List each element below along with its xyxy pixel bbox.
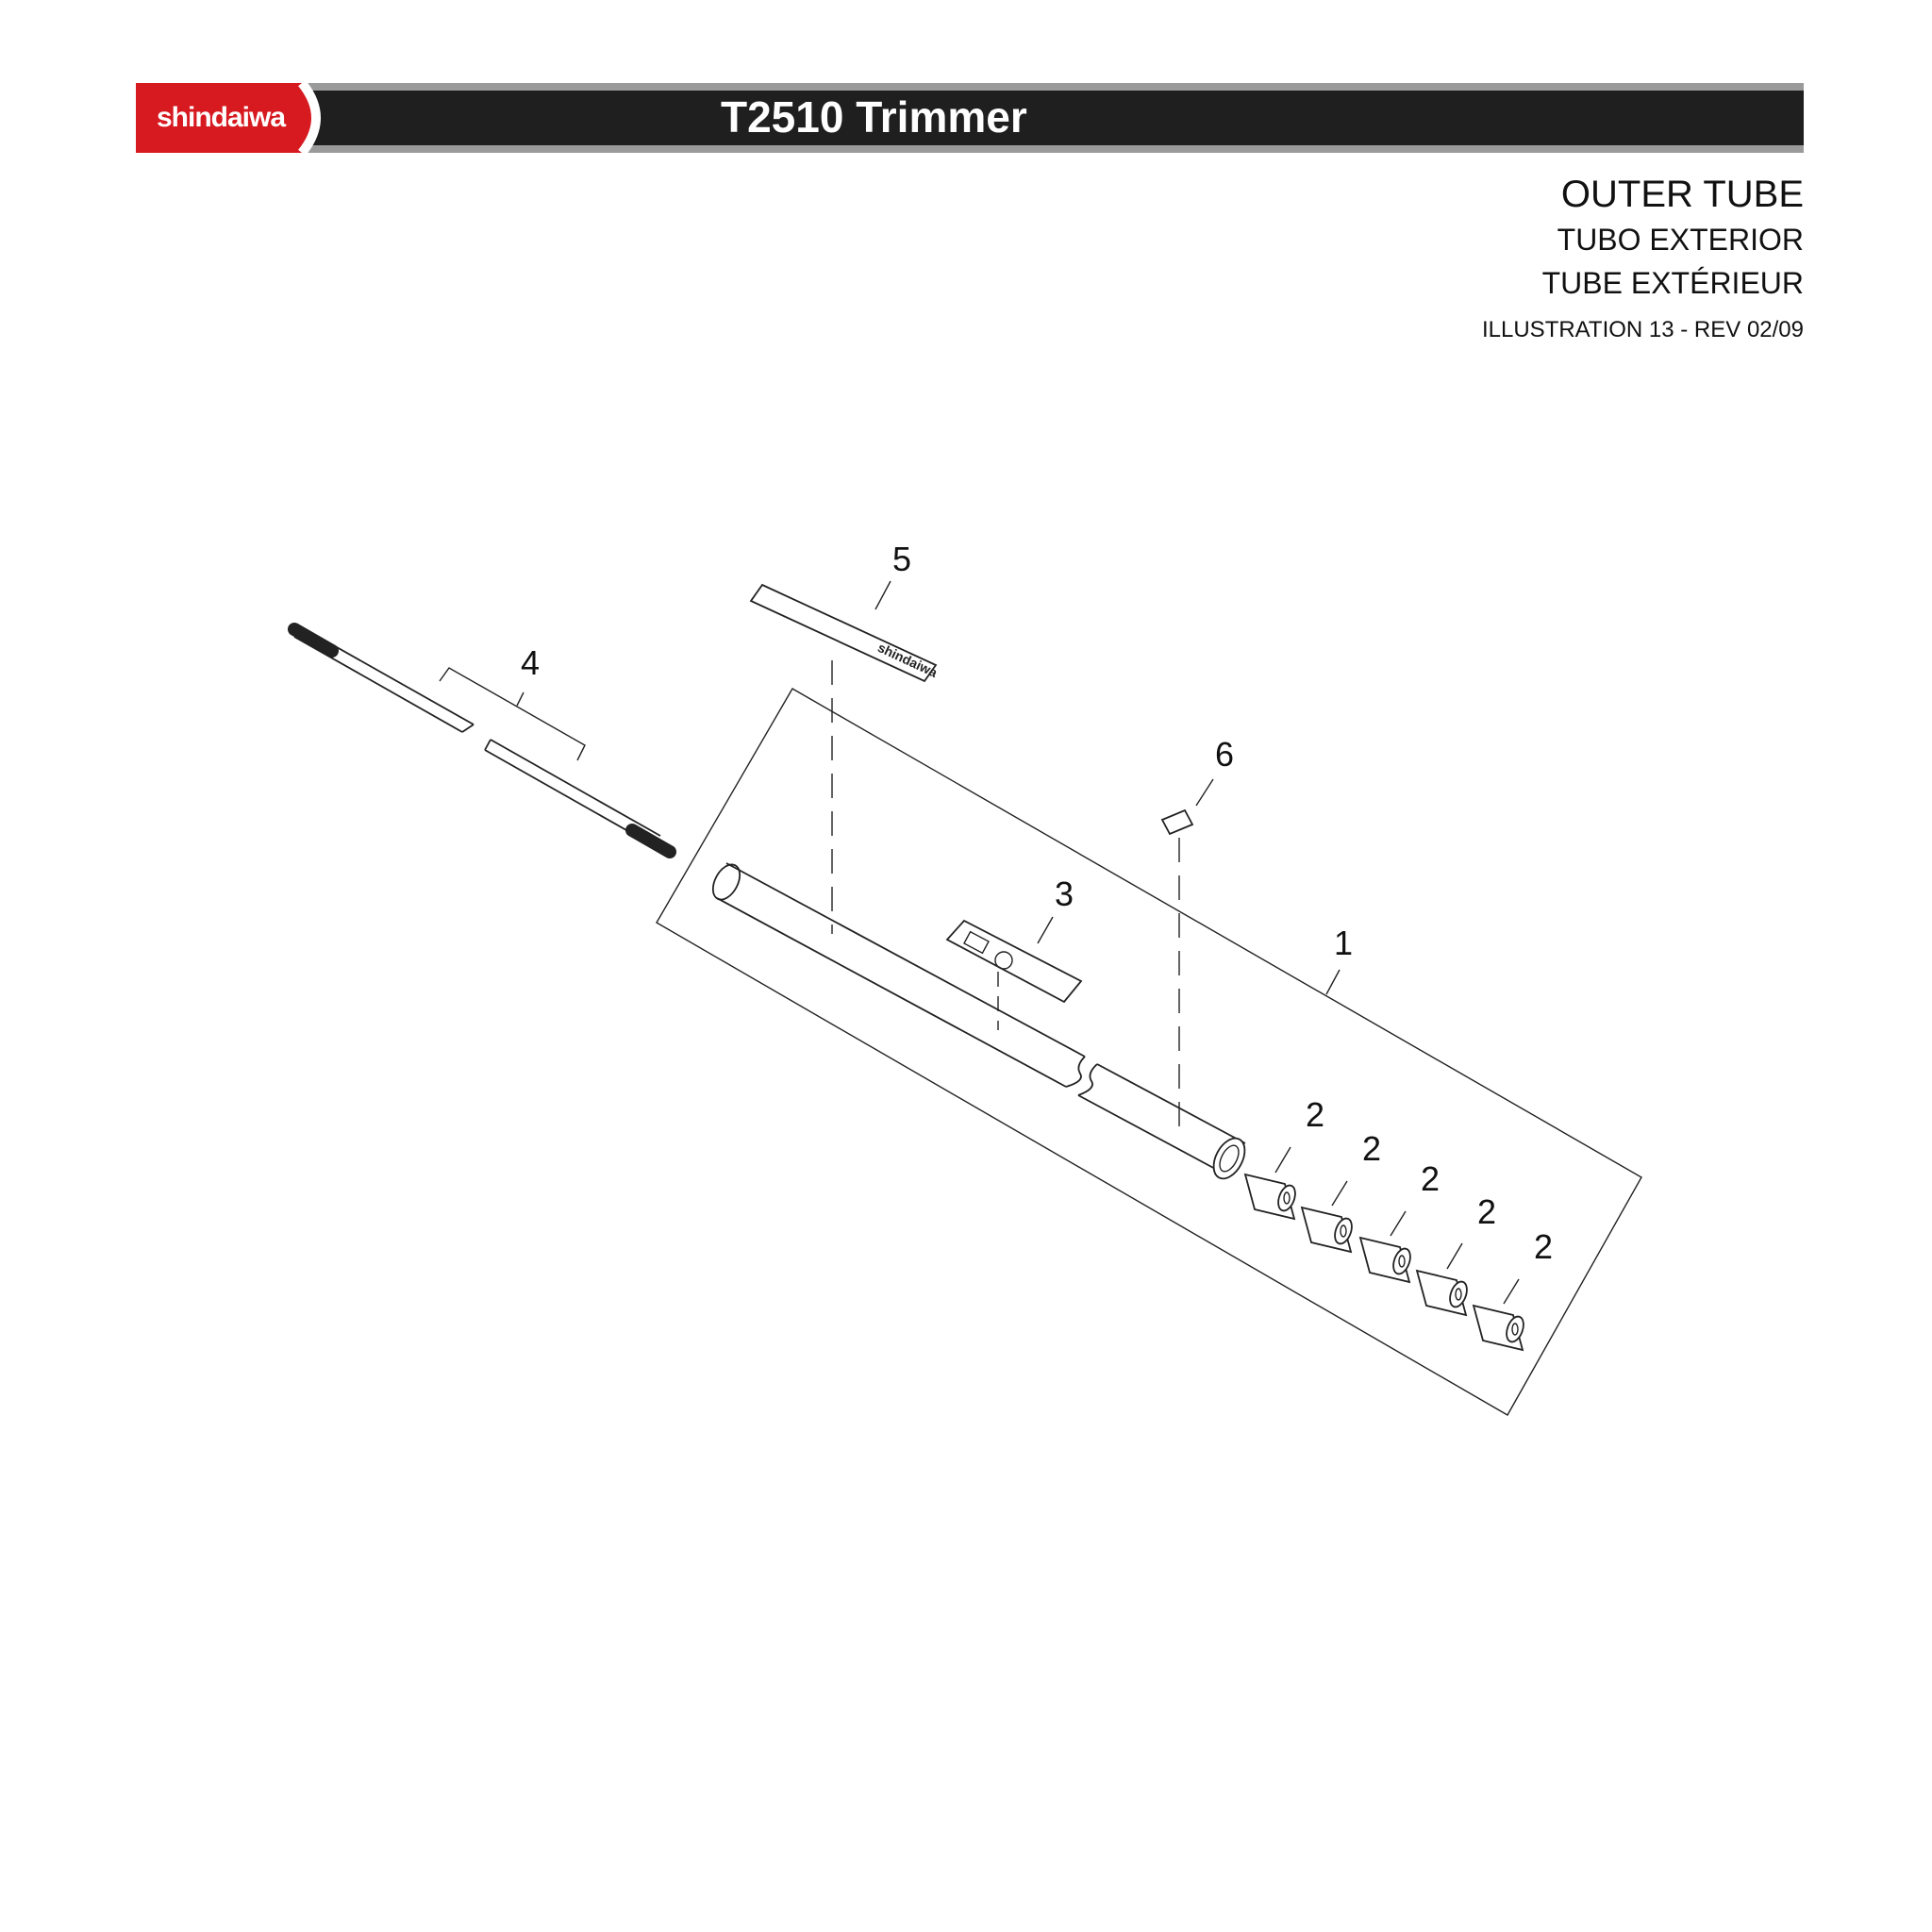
bushing-3 (1358, 1236, 1411, 1284)
section-title-english: OUTER TUBE (1560, 174, 1804, 215)
callout-bushing-1: 2 (1306, 1095, 1324, 1134)
shaft-bracket (439, 667, 586, 761)
page-title: T2510 Trimmer (721, 92, 1027, 142)
leader-6 (1195, 778, 1214, 807)
bushing-2 (1300, 1206, 1353, 1254)
callout-decal-6: 6 (1215, 735, 1234, 774)
outer-tube (711, 862, 1246, 1180)
drive-shaft (288, 623, 676, 858)
callout-drive-shaft: 4 (521, 643, 540, 682)
callout-label-3: 3 (1055, 874, 1074, 913)
leader-2d (1446, 1242, 1463, 1270)
header-banner: shindaiwa T2510 Trimmer (136, 83, 1804, 153)
brand-logo-shape (136, 83, 316, 153)
illustration-reference: ILLUSTRATION 13 - REV 02/09 (1481, 317, 1804, 342)
decal-5: shindaiwa (749, 583, 940, 683)
callout-decal-5: 5 (892, 540, 911, 578)
callout-bushing-2: 2 (1362, 1129, 1381, 1168)
leader-4 (516, 691, 525, 707)
leader-2b (1331, 1180, 1348, 1207)
leader-3 (1037, 916, 1054, 944)
assembly-1-boundary (656, 688, 1642, 1416)
section-title-french: TUBE EXTÉRIEUR (1541, 266, 1804, 300)
section-title-spanish: TUBO EXTERIOR (1557, 223, 1804, 257)
bushing-5 (1472, 1304, 1524, 1352)
label-3 (945, 919, 1083, 1004)
decal-6 (1160, 808, 1194, 836)
callout-outer-tube: 1 (1334, 924, 1353, 962)
leader-2e (1503, 1278, 1520, 1305)
leader-2c (1390, 1210, 1407, 1237)
leader-5 (874, 580, 891, 610)
brand-logo: shindaiwa (156, 102, 286, 133)
leader-2a (1274, 1146, 1291, 1174)
title-bar (136, 83, 1804, 153)
bushing-1 (1243, 1173, 1296, 1221)
callout-bushing-3: 2 (1421, 1159, 1440, 1198)
callout-bushing-5: 2 (1534, 1227, 1553, 1266)
callout-bushing-4: 2 (1477, 1192, 1496, 1231)
bushing-4 (1415, 1269, 1468, 1317)
leader-1 (1325, 969, 1341, 995)
